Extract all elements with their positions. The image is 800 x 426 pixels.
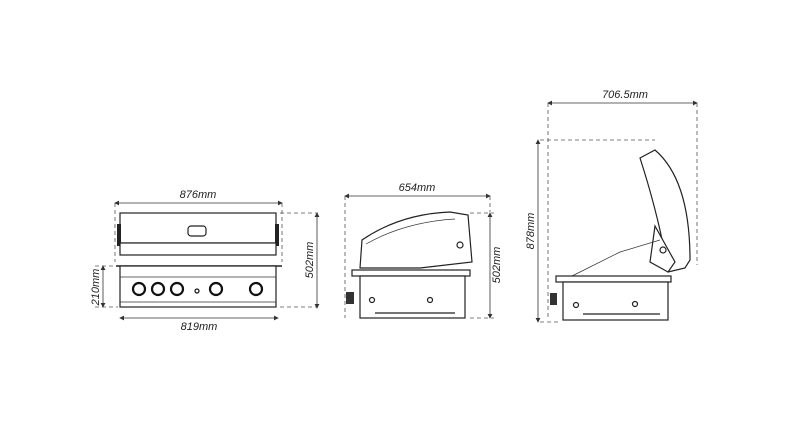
body-hole: [426, 296, 434, 304]
grill-body: [359, 275, 466, 319]
closed-lid: [359, 211, 473, 269]
lid-hinge-right: [275, 224, 279, 246]
lid-pivot: [456, 241, 464, 249]
label-210mm: 210mm: [90, 269, 102, 307]
label-502mm-side: 502mm: [491, 247, 503, 284]
grill-rim: [351, 269, 471, 277]
knob-1: [131, 281, 147, 297]
grill-rim: [555, 275, 672, 283]
side-view-open: 706.5mm 878mm: [525, 89, 698, 323]
gas-connector: [346, 292, 354, 304]
knob-3: [169, 281, 185, 297]
label-878mm: 878mm: [525, 213, 537, 250]
firebox-contour: [571, 239, 661, 277]
lid-contour: [365, 218, 456, 245]
lid-hinge-left: [117, 224, 121, 246]
body-hole: [368, 296, 376, 304]
label-876mm: 876mm: [180, 189, 217, 201]
gas-connector: [550, 293, 557, 305]
body-hole: [631, 300, 639, 308]
lid-front-panel: [119, 242, 277, 256]
igniter-button: [194, 288, 200, 294]
knob-2: [150, 281, 166, 297]
control-knobs: [131, 281, 264, 297]
body-hole: [572, 301, 580, 309]
side-view-closed: 654mm 502mm: [344, 182, 503, 319]
extension-lines: [95, 203, 318, 308]
lid-pivot: [659, 246, 667, 254]
label-819mm: 819mm: [181, 321, 218, 333]
label-706-5mm: 706.5mm: [602, 89, 648, 101]
knob-4: [208, 281, 224, 297]
front-view: 876mm 502mm 210mm 819mm: [90, 189, 320, 333]
temperature-gauge: [187, 225, 207, 237]
extension-lines: [540, 103, 698, 323]
knob-5: [248, 281, 264, 297]
extension-lines: [344, 196, 494, 319]
label-654mm: 654mm: [399, 182, 436, 194]
open-lid: [639, 149, 691, 273]
label-502mm: 502mm: [304, 242, 316, 279]
